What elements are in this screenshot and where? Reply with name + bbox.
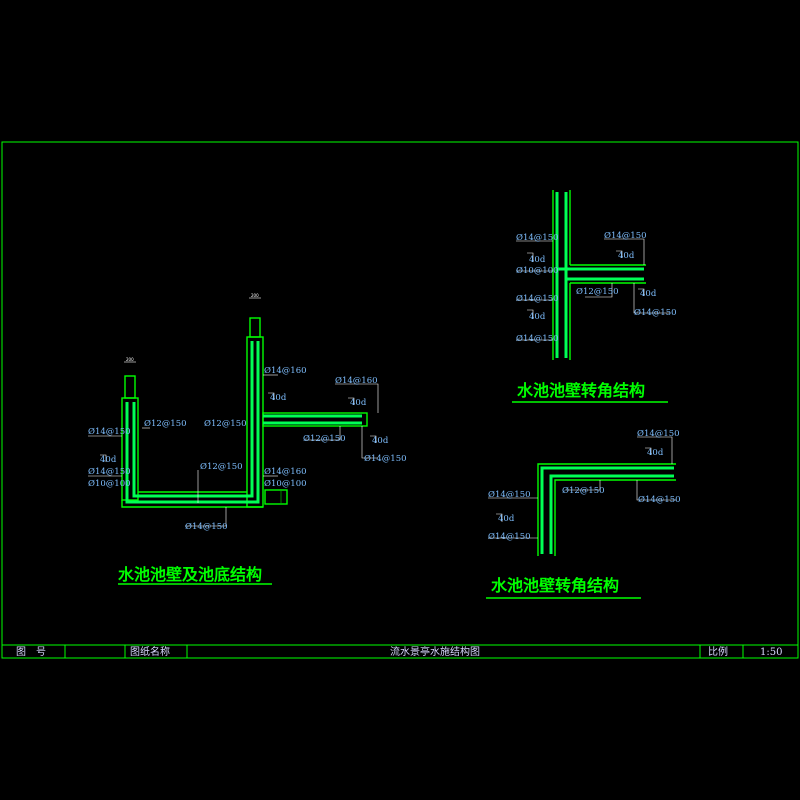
rebar-label: Ø14@150	[516, 232, 559, 243]
rebar-label: Ø14@160	[335, 375, 378, 386]
rebar-label: Ø10@100	[264, 478, 307, 489]
tb-drawing-no-label: 图 号	[16, 646, 46, 658]
tb-scale-value: 1:50	[760, 647, 782, 658]
rebar-label: Ø14@150	[634, 307, 677, 318]
rb-hook-1	[645, 447, 652, 455]
tb-scale-label: 比例	[708, 645, 728, 658]
rebar-label: 40d	[270, 393, 287, 403]
lead-l5	[185, 507, 227, 527]
rebar-label: 40d	[618, 251, 635, 261]
rebar-label: Ø10@100	[516, 265, 559, 276]
rebar-label: 40d	[350, 398, 367, 408]
rebar-label: Ø12@150	[576, 286, 619, 297]
lead-s1	[335, 383, 379, 413]
section-title-right-bottom: 水池池壁转角结构	[491, 576, 619, 595]
rt-hook-3	[616, 250, 623, 258]
main-rebar-inner	[132, 341, 254, 498]
hook-40d-s2	[370, 435, 377, 443]
rt-hook-1	[527, 252, 534, 262]
rebar-label: Ø14@150	[88, 466, 131, 477]
rebar-label: Ø12@150	[200, 461, 243, 472]
rebar-label: Ø14@150	[488, 489, 531, 500]
rb-lead-3	[636, 480, 676, 501]
rebar-label: Ø14@150	[516, 293, 559, 304]
dim-right-cap: 200	[251, 293, 259, 298]
lead-s3	[361, 426, 378, 459]
tall-wall	[246, 336, 264, 508]
rebar-label: Ø12@150	[303, 433, 346, 444]
left-cap	[124, 375, 136, 399]
tb-drawing-name: 流水景亭水施结构图	[390, 645, 480, 658]
rebar-label: 40d	[529, 255, 546, 265]
rebar-label: Ø14@150	[637, 428, 680, 439]
rebar-label: 40d	[647, 448, 664, 458]
rt-hook-2	[527, 309, 534, 319]
rebar-label: Ø14@150	[516, 333, 559, 344]
drawing-frame	[1, 141, 799, 659]
rebar-label: Ø12@150	[204, 418, 247, 429]
left-section: 200 200 Ø14@150 40d Ø14@150 Ø10@100 Ø12@…	[88, 293, 407, 585]
right-cap	[249, 317, 261, 338]
foot-box	[264, 489, 288, 505]
rebar-label: Ø10@100	[88, 478, 131, 489]
pool-bottom-outline	[121, 500, 263, 508]
rb-lead-2	[566, 480, 601, 491]
rb-lead-1	[637, 436, 673, 464]
rebar-label: 40d	[372, 436, 389, 446]
rebar-label: Ø14@150	[185, 521, 228, 532]
hook-40d-r	[268, 392, 275, 400]
right-top-section: Ø14@150 40d Ø10@100 Ø14@150 40d Ø14@150 …	[512, 190, 677, 403]
main-rebar-outer	[125, 341, 260, 504]
rebar-label: Ø14@160	[264, 466, 307, 477]
side-slab	[262, 412, 368, 427]
rebar-label: 40d	[498, 514, 515, 524]
rebar-label: Ø14@150	[364, 453, 407, 464]
rebar-label: 40d	[100, 455, 117, 465]
rb-rebar-outer	[540, 466, 674, 554]
dim-left-cap: 200	[126, 357, 134, 362]
rb-outer-edge	[537, 463, 676, 556]
section-title-right-top: 水池池壁转角结构	[517, 381, 645, 400]
rebar-label: Ø14@150	[488, 531, 531, 542]
lead-s2	[305, 426, 341, 441]
rt-lead-7	[633, 283, 670, 314]
rt-hook-4	[638, 288, 645, 296]
section-title-left: 水池池壁及池底结构	[118, 565, 262, 584]
rebar-label: 40d	[640, 289, 657, 299]
rt-lead-5	[604, 238, 645, 265]
rb-hook-2	[496, 513, 503, 522]
right-bottom-section: Ø14@150 40d Ø12@150 Ø14@150 Ø14@150 40d …	[486, 428, 681, 599]
rebar-label: Ø14@160	[264, 365, 307, 376]
rt-lead-6	[585, 283, 613, 298]
rebar-label: Ø12@150	[144, 418, 187, 429]
rebar-label: 40d	[529, 312, 546, 322]
rb-inner-edge	[554, 479, 676, 556]
rebar-label: Ø12@150	[562, 485, 605, 496]
rebar-label: Ø14@150	[604, 230, 647, 241]
rebar-label: Ø14@150	[88, 426, 131, 437]
tb-drawing-name-label: 图纸名称	[130, 645, 170, 658]
hook-40d-l	[100, 454, 107, 462]
rebar-label: Ø14@150	[638, 494, 681, 505]
hook-40d-s1	[348, 397, 355, 405]
rb-rebar-inner	[549, 474, 674, 554]
